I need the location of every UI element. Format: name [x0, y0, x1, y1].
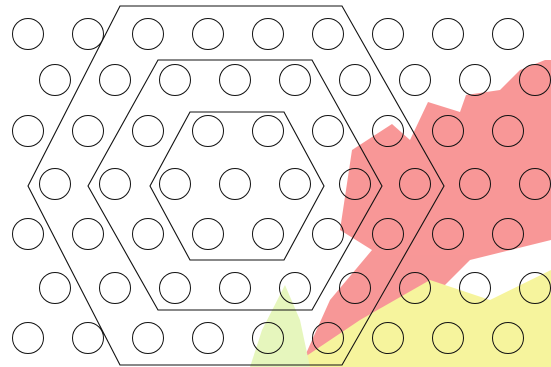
hole-circle	[340, 65, 371, 96]
hole-circle	[280, 169, 311, 200]
hole-circle	[313, 19, 344, 50]
hole-circle	[193, 19, 224, 50]
hole-circle	[13, 219, 44, 250]
inner-hexagon	[150, 112, 324, 260]
hole-circle	[73, 219, 104, 250]
hole-circle	[13, 323, 44, 354]
hole-circle	[253, 19, 284, 50]
hole-circle	[433, 19, 464, 50]
hole-circle	[133, 116, 164, 147]
hole-circle	[100, 169, 131, 200]
hole-circle	[160, 65, 191, 96]
hole-circle	[493, 19, 524, 50]
hole-circle	[280, 65, 311, 96]
watermark-logo	[250, 60, 551, 367]
hole-circle	[220, 273, 251, 304]
hole-circle	[313, 116, 344, 147]
hole-circle	[40, 273, 71, 304]
hole-circle	[193, 116, 224, 147]
hole-circle	[193, 323, 224, 354]
hole-circle	[133, 219, 164, 250]
hole-circle	[133, 323, 164, 354]
hole-circle	[460, 65, 491, 96]
hole-circle	[400, 65, 431, 96]
hole-circle	[40, 65, 71, 96]
hole-circle	[100, 273, 131, 304]
hole-circle	[313, 219, 344, 250]
hole-circle	[193, 219, 224, 250]
hole-circle	[73, 19, 104, 50]
hole-circle	[100, 65, 131, 96]
hole-circle	[73, 323, 104, 354]
hole-circle	[160, 169, 191, 200]
hole-circle	[253, 116, 284, 147]
hole-circle	[160, 273, 191, 304]
hole-circle	[220, 65, 251, 96]
hole-circle	[253, 219, 284, 250]
hole-circle	[13, 19, 44, 50]
hole-circle	[73, 116, 104, 147]
hole-circle	[133, 19, 164, 50]
hole-circle	[13, 116, 44, 147]
hole-circle	[373, 19, 404, 50]
hole-circle	[40, 169, 71, 200]
hole-circle	[220, 169, 251, 200]
